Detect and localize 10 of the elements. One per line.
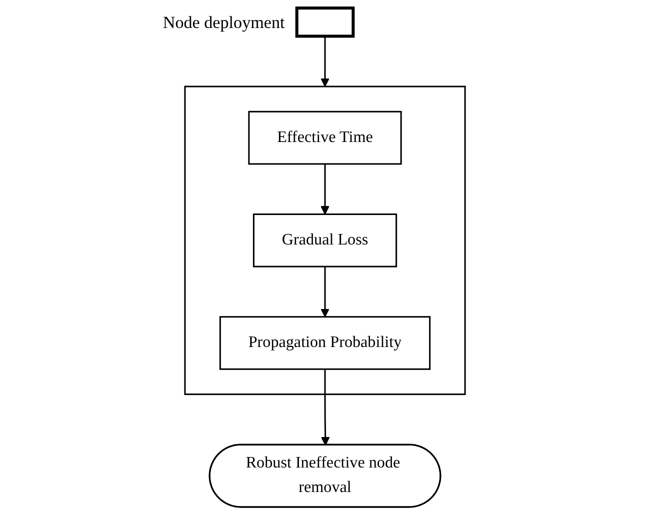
cluster [184, 86, 466, 396]
node-box: Gradual Loss [252, 214, 398, 268]
node-box: Effective Time [248, 110, 402, 165]
arrow [320, 36, 330, 87]
node-picture [295, 6, 355, 38]
arrow [320, 266, 330, 318]
node-box: Propagation Probability [219, 316, 431, 370]
node-caption: Node deployment [162, 13, 285, 32]
arrow [320, 164, 330, 215]
arrow [320, 369, 330, 446]
